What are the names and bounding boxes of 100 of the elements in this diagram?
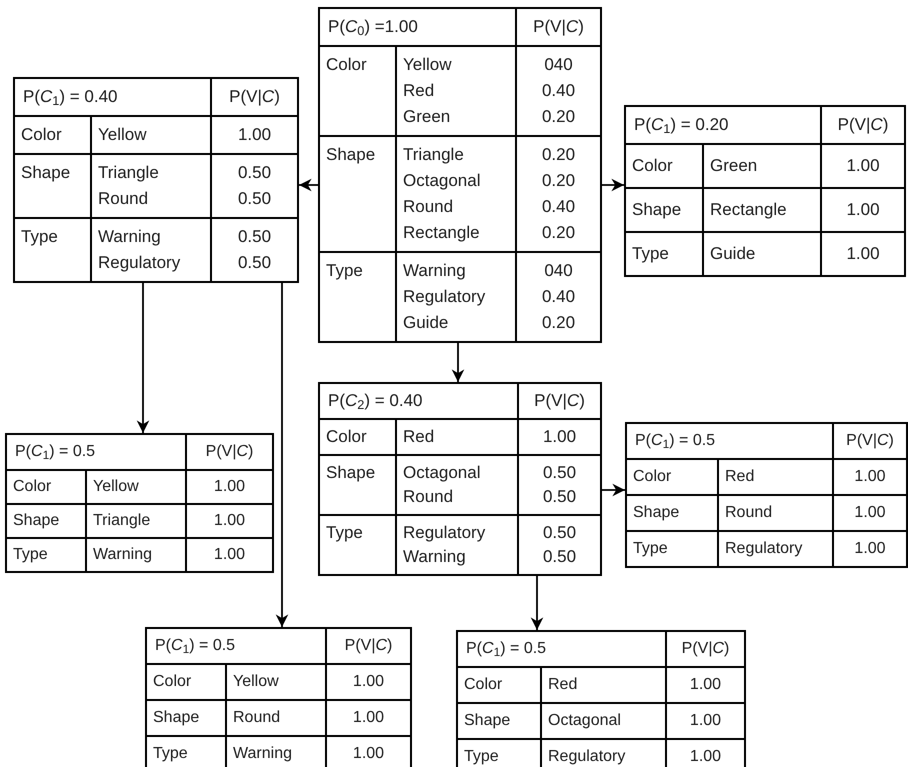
table-row <box>626 231 904 275</box>
value-label: Triangle <box>403 144 465 166</box>
value-label: Triangle <box>98 162 160 184</box>
probability-table <box>624 105 906 277</box>
value-label: Round <box>233 708 282 728</box>
probability-table <box>5 433 274 573</box>
table-row <box>626 143 904 187</box>
probability-table <box>318 7 602 343</box>
value-label: Octagonal <box>403 462 482 484</box>
arrow <box>530 576 544 630</box>
attribute-label: Shape <box>13 511 60 531</box>
table-row <box>7 469 272 503</box>
probability-value: 1.00 <box>352 744 386 764</box>
value-label: Round <box>403 486 454 508</box>
attribute-label: Type <box>633 539 669 559</box>
attribute-label: Color <box>633 467 672 487</box>
probability-value: 1.00 <box>352 708 386 728</box>
arrow <box>452 343 464 382</box>
conditional-probability-header: P(V|C) <box>204 442 254 462</box>
class-probability-header: P(C$_{2}$) = 0.40 <box>328 390 424 413</box>
value-label: Warning <box>98 226 162 248</box>
attribute-label: Type <box>326 522 364 544</box>
conditional-probability-header: P(V|C) <box>533 390 586 412</box>
arrow <box>602 178 624 192</box>
value-label: Round <box>403 196 454 218</box>
value-label: Red <box>403 426 436 448</box>
table-row <box>458 702 744 738</box>
class-probability-header: P(C$_{1}$) = 0.5 <box>155 636 236 658</box>
attribute-label: Type <box>153 744 189 764</box>
class-probability-header: P(C$_{1}$) = 0.5 <box>466 639 548 661</box>
probability-value: 0.50 <box>542 546 578 568</box>
table-row <box>147 699 410 735</box>
class-probability-header: P(C$_{1}$) = 0.20 <box>634 114 730 138</box>
table-row <box>627 494 906 530</box>
probability-value: 1.00 <box>853 539 887 559</box>
probability-value: 0.50 <box>542 462 578 484</box>
value-label: Yellow <box>403 54 453 76</box>
probability-value: 0.20 <box>540 170 576 192</box>
conditional-probability-header: P(V|C) <box>532 16 585 38</box>
arrow <box>299 178 318 192</box>
value-label: Yellow <box>233 672 280 692</box>
probability-value: 0.50 <box>236 188 272 210</box>
value-label: Round <box>98 188 150 210</box>
probability-value: 0.50 <box>236 252 272 274</box>
probability-value: 1.00 <box>212 545 246 565</box>
probability-value: 1.00 <box>542 426 578 448</box>
attribute-label: Shape <box>464 711 512 731</box>
probability-table <box>318 382 602 576</box>
probability-value: 1.00 <box>845 243 881 265</box>
class-probability-header: P(C$_{1}$) = 0.5 <box>635 431 716 453</box>
probability-table <box>13 77 299 283</box>
attribute-label: Shape <box>632 199 682 221</box>
value-label: Regulatory <box>98 252 182 274</box>
attribute-label: Color <box>632 155 674 177</box>
attribute-label: Shape <box>21 162 72 184</box>
table-row <box>320 45 600 135</box>
probability-table <box>456 630 746 767</box>
table-row <box>627 458 906 494</box>
table-row <box>320 135 600 251</box>
table-row <box>15 115 297 153</box>
table-row <box>320 251 600 341</box>
probability-value: 1.00 <box>212 477 246 497</box>
probability-value: 040 <box>543 260 574 282</box>
table-row <box>7 537 272 571</box>
value-label: Regulatory <box>403 286 486 308</box>
value-label: Warning <box>93 545 153 565</box>
value-label: Red <box>725 467 756 487</box>
attribute-label: Shape <box>153 708 200 728</box>
value-label: Guide <box>710 243 756 265</box>
value-label: Regulatory <box>548 747 626 767</box>
attribute-label: Shape <box>633 503 680 523</box>
value-label: Warning <box>403 546 467 568</box>
probability-value: 1.00 <box>352 672 386 692</box>
conditional-probability-header: P(V|C) <box>228 86 281 108</box>
probability-value: 0.50 <box>236 162 272 184</box>
value-label: Round <box>725 503 774 523</box>
value-label: Yellow <box>93 477 140 497</box>
attribute-label: Type <box>326 260 364 282</box>
probability-value: 0.20 <box>540 312 576 334</box>
value-label: Octagonal <box>403 170 482 192</box>
value-label: Green <box>710 155 758 177</box>
probability-value: 0.50 <box>236 226 272 248</box>
probability-table <box>625 422 908 568</box>
probability-value: 1.00 <box>688 747 722 767</box>
arrow <box>276 283 288 627</box>
value-label: Warning <box>233 744 293 764</box>
value-label: Warning <box>403 260 467 282</box>
attribute-label: Color <box>13 477 52 497</box>
table-row <box>320 454 600 514</box>
probability-value: 1.00 <box>236 124 272 146</box>
attribute-label: Shape <box>326 462 376 484</box>
attribute-label: Color <box>21 124 63 146</box>
probability-value: 1.00 <box>688 711 722 731</box>
attribute-label: Shape <box>326 144 376 166</box>
attribute-label: Type <box>21 226 59 248</box>
value-label: Guide <box>403 312 450 334</box>
probability-value: 1.00 <box>212 511 246 531</box>
class-probability-header: P(C$_{1}$) = 0.40 <box>23 86 118 110</box>
table-row <box>627 530 906 566</box>
value-label: Regulatory <box>403 522 486 544</box>
